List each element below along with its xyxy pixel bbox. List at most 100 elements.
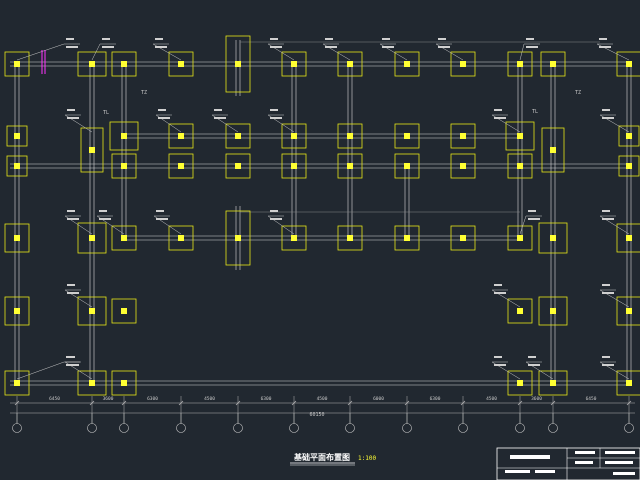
pile-cap [225,123,251,149]
pile-cap [337,225,363,251]
tag-mark [66,46,78,48]
tag-mark [158,109,166,111]
axis-bubble [87,423,97,433]
column [404,235,410,241]
pile-cap [507,51,533,77]
pile-cap [77,296,107,326]
dimension-tick [178,400,184,406]
span-dimension: 6300 [430,396,441,402]
pile-cap [616,223,640,253]
tag-mark [602,364,614,366]
axis-bubble [402,423,412,433]
column [235,133,241,139]
drawing-title-block: 基础平面布置图 1:100 [290,452,376,466]
tag-mark [66,38,74,40]
column [14,308,20,314]
column [14,380,20,386]
column [460,163,466,169]
column [235,235,241,241]
pile-cap [168,225,194,251]
column [550,235,556,241]
pile-cap [538,296,568,326]
column [517,163,523,169]
column [626,380,632,386]
dimension-tick [89,400,95,406]
tag-mark [156,218,168,220]
axis-bubble [176,423,186,433]
pile-cap [109,121,139,151]
column [89,380,95,386]
axis-bubble [289,423,299,433]
tag-mark [155,46,167,48]
tag-tl-right: TL [532,109,538,115]
tag-mark [214,117,226,119]
dimension-tick [517,400,523,406]
column [178,61,184,67]
column [14,133,20,139]
tag-mark [602,292,614,294]
column [89,61,95,67]
pile-cap [281,153,307,179]
column [14,163,20,169]
pile-cap [540,51,566,77]
column [14,235,20,241]
dimension-tick [235,400,241,406]
pile-cap [507,153,533,179]
tag-mark [67,364,79,366]
tag-mark [270,218,282,220]
pile-cap [507,298,533,324]
column [14,61,20,67]
pile-cap [505,121,535,151]
tag-mark [99,218,111,220]
tag-mark [528,356,536,358]
tag-mark [528,364,540,366]
pile-cap [507,370,533,396]
column [404,133,410,139]
span-dimension: 6450 [49,396,60,402]
tag-mark [67,356,75,358]
pile-cap [616,370,640,396]
column [121,235,127,241]
tag-mark [270,210,278,212]
pile-cap [541,127,565,173]
column [178,133,184,139]
pile-cap [4,223,30,253]
tag-mark [602,356,610,358]
tag-mark [494,356,502,358]
column [89,235,95,241]
pile-cap [394,123,420,149]
span-dimension: 6300 [261,396,272,402]
drawing-scale: 1:100 [358,455,376,462]
axis-bubble [624,423,634,433]
column [347,133,353,139]
pile-cap [450,225,476,251]
tag-mark [526,46,538,48]
tag-mark [270,117,282,119]
tag-mark [156,210,164,212]
column [178,235,184,241]
column [89,308,95,314]
pile-cap [80,127,104,173]
tag-mark [270,46,282,48]
pile-cap [4,296,30,326]
dimension-tick [404,400,410,406]
leader-line [16,361,65,380]
tag-tz-right: TZ [575,90,581,96]
column [626,133,632,139]
span-dimension: 4500 [486,396,497,402]
column [121,308,127,314]
column [121,133,127,139]
tag-mark [382,46,394,48]
column [517,308,523,314]
span-dimension: 6000 [373,396,384,402]
tag-mark [526,38,534,40]
axis-bubble [458,423,468,433]
pile-cap [281,123,307,149]
column [121,61,127,67]
column [404,61,410,67]
pile-cap [168,51,194,77]
leader-line [519,43,525,61]
pile-cap [111,153,137,179]
tag-mark [602,218,614,220]
pile-cap [507,225,533,251]
